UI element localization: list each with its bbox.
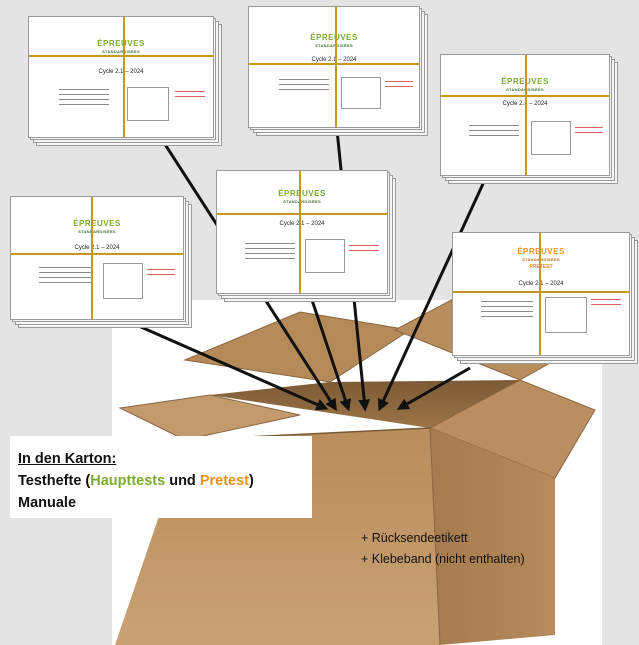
booklet-cycle: Cycle 2.1 – 2024 <box>518 281 564 287</box>
booklet-logo-sub: STANDARDISÉES <box>315 43 353 48</box>
arrow-3 <box>310 299 352 412</box>
booklet-logo-sub: STANDARDISÉES <box>441 87 609 92</box>
booklet-stack-1: ÉPREUVES STANDARDISÉES Cycle 2.1 – 2024 <box>28 16 222 146</box>
booklet-stack-2: ÉPREUVES STANDARDISÉES Cycle 2.1 – 2024 <box>248 6 428 136</box>
booklet-logo: ÉPREUVES <box>278 189 326 198</box>
booklet-cycle: Cycle 2.1 – 2024 <box>311 57 357 63</box>
booklet-stack-4: ÉPREUVES STANDARDISÉES Cycle 2.1 – 2024 <box>10 196 192 328</box>
booklet-logo-sub: STANDARDISÉES <box>283 199 321 204</box>
booklet-stack-3: ÉPREUVES STANDARDISÉES Cycle 2.1 – 2024 <box>440 54 618 184</box>
arrow-6 <box>396 366 471 410</box>
note-return-label: + Rücksendeetikett <box>361 531 468 545</box>
booklet-pretest-label: PRETEST <box>529 264 553 270</box>
booklet-logo: ÉPREUVES <box>73 219 121 228</box>
booklet-logo-sub: STANDARDISÉES <box>102 49 140 54</box>
booklets-prefix: Testhefte ( <box>18 473 91 489</box>
contents-line-manuals: Manuale <box>18 495 77 511</box>
booklet-logo: ÉPREUVES <box>453 247 629 256</box>
contents-heading: In den Karton: <box>18 451 117 467</box>
booklet-stack-5: ÉPREUVES STANDARDISÉES Cycle 2.1 – 2024 <box>216 170 396 302</box>
pretest-label: Pretest <box>199 473 249 489</box>
booklet-cycle: Cycle 2.1 – 2024 <box>98 69 144 75</box>
und-label: und <box>165 473 200 489</box>
booklets-suffix: ) <box>249 473 254 489</box>
haupttests-label: Haupttests <box>90 473 166 489</box>
contents-line-booklets: Testhefte (Haupttests und Pretest) <box>18 473 254 489</box>
booklet-logo: ÉPREUVES <box>310 33 358 42</box>
arrow-1 <box>124 318 329 411</box>
booklet-cycle: Cycle 2.1 – 2024 <box>74 245 120 251</box>
booklet-logo: ÉPREUVES <box>441 77 609 86</box>
booklet-cycle: Cycle 2.1 – 2024 <box>279 221 325 227</box>
contents-label: In den Karton: Testhefte (Haupttests und… <box>10 436 312 518</box>
booklet-logo: ÉPREUVES <box>97 39 145 48</box>
note-tape: + Klebeband (nicht enthalten) <box>361 552 525 566</box>
booklet-logo-sub: STANDARDISÉES <box>522 257 560 262</box>
box-flap-left <box>118 394 301 441</box>
box-side-face <box>430 428 555 645</box>
booklet-logo-sub: STANDARDISÉES <box>78 229 116 234</box>
booklet-stack-pretest: ÉPREUVES STANDARDISÉES PRETEST Cycle 2.1… <box>452 232 638 364</box>
